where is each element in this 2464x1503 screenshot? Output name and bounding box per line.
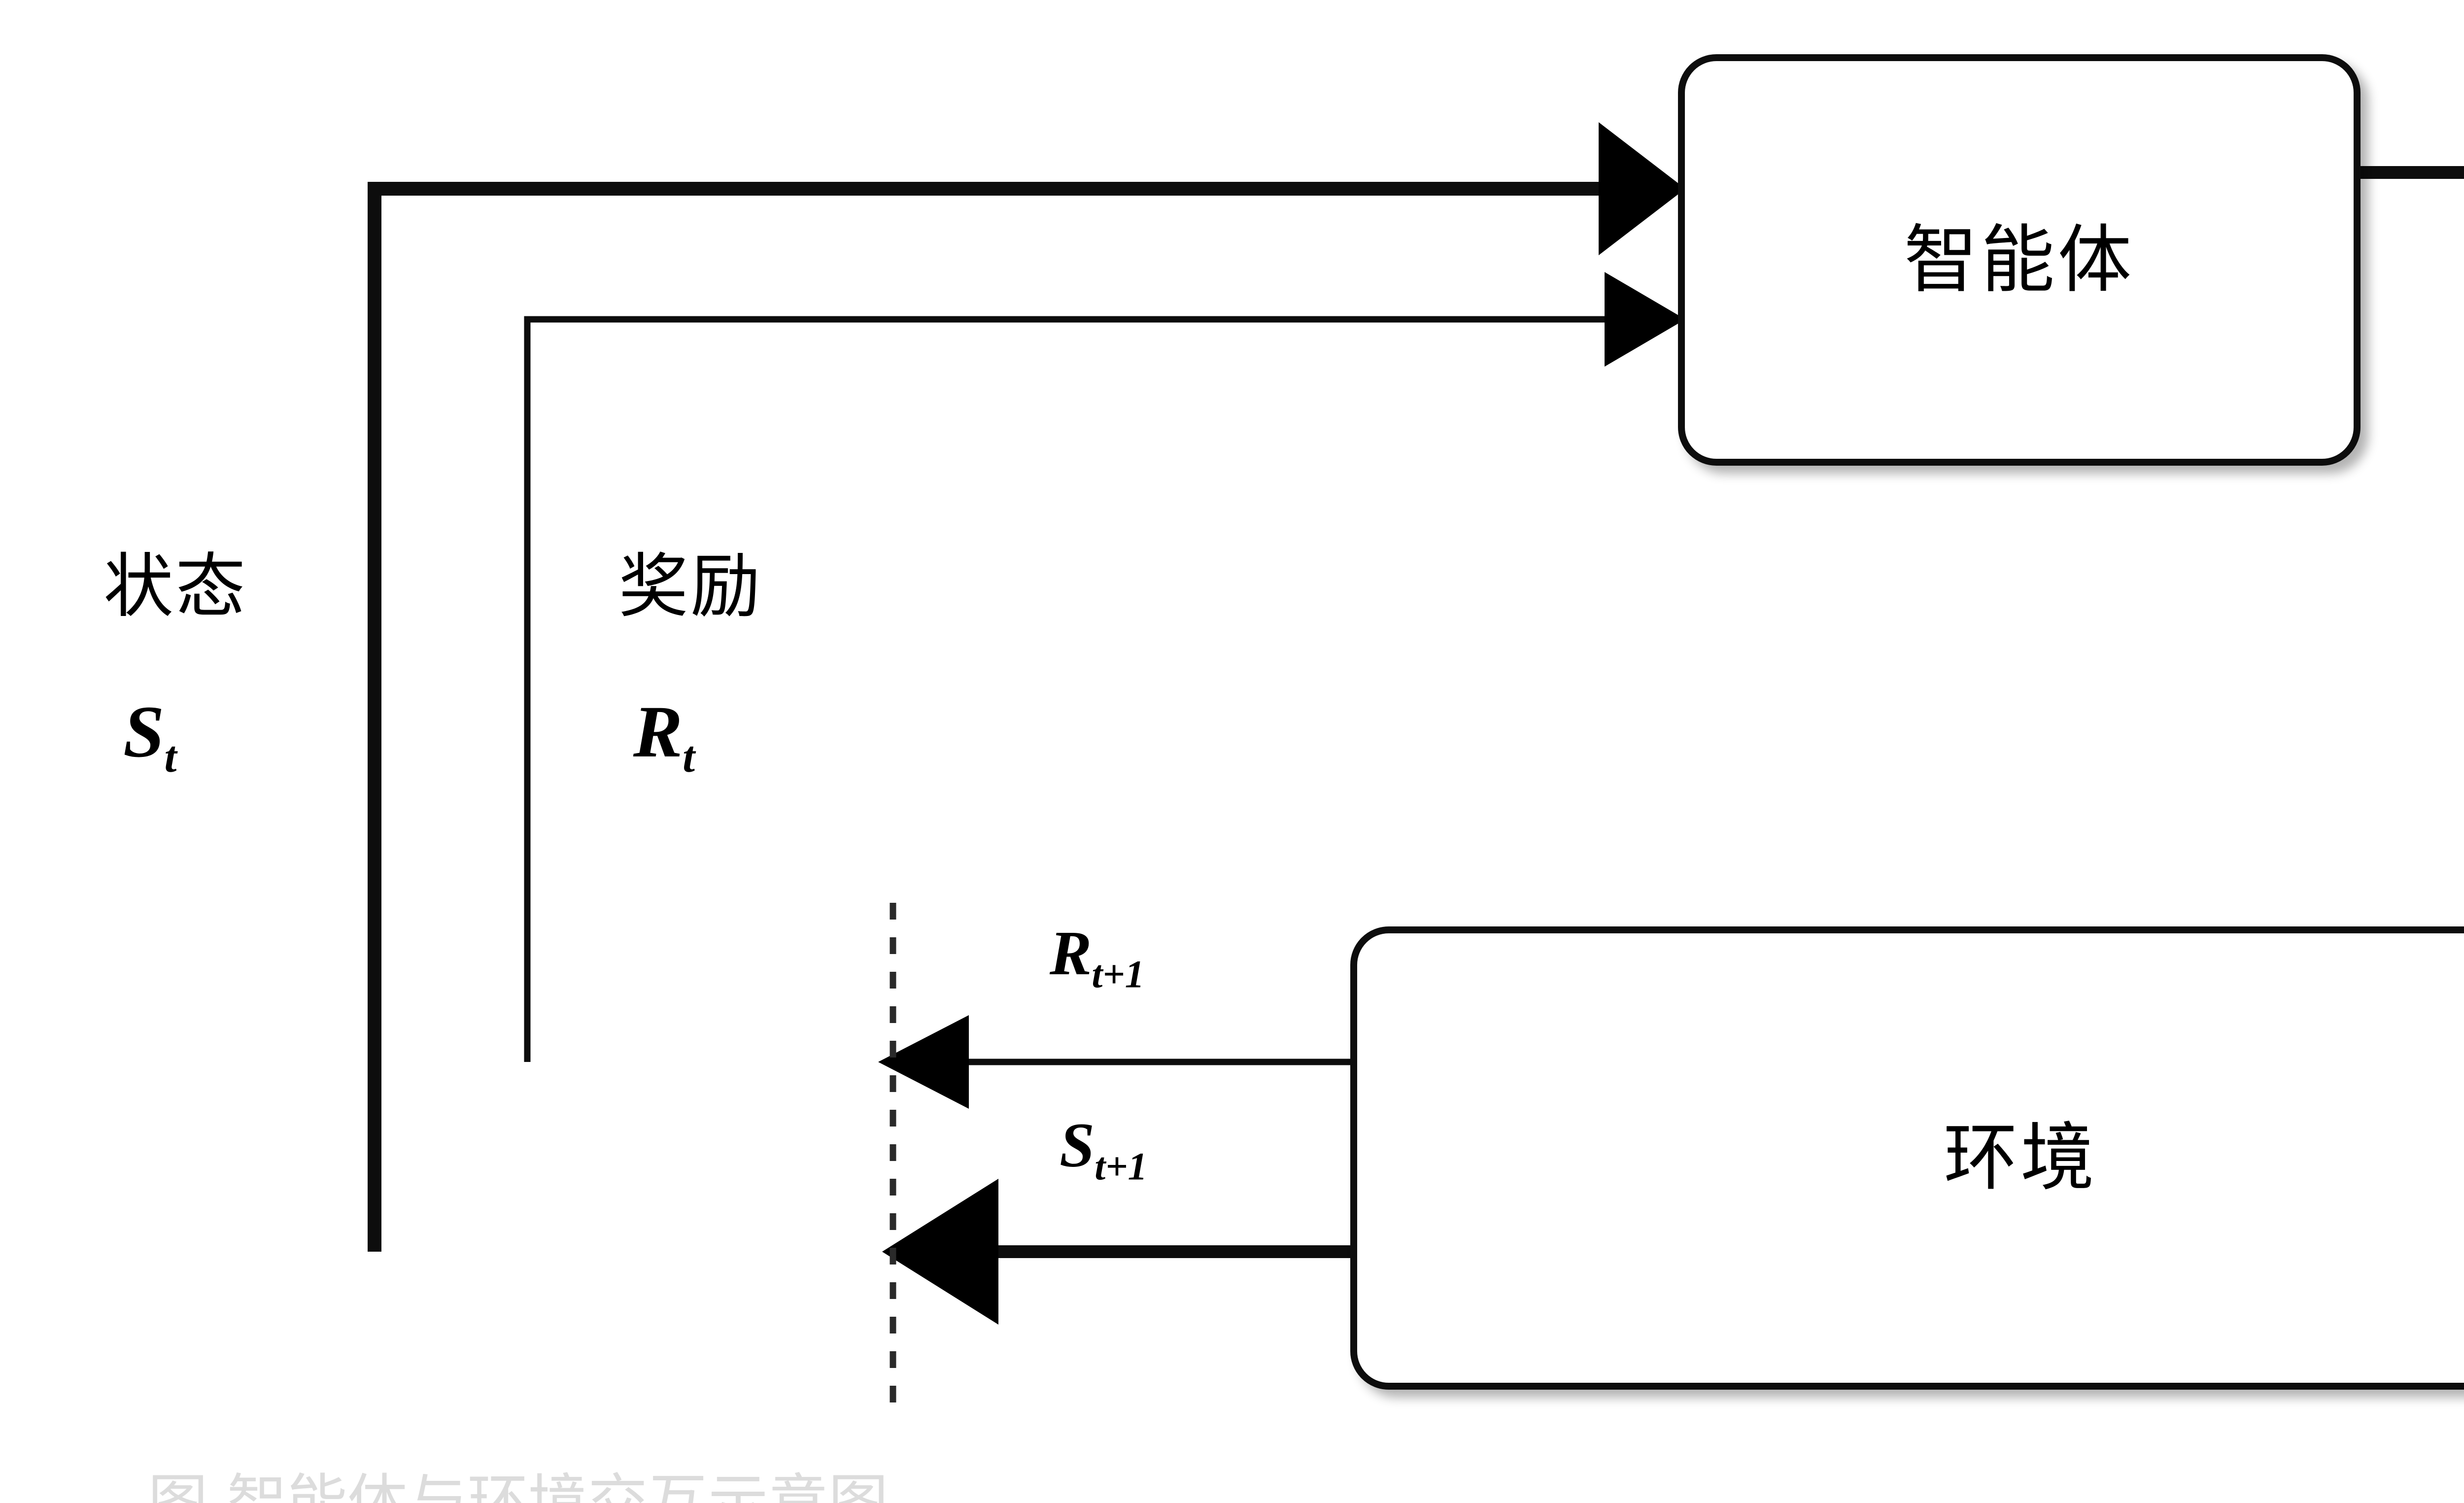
state-next-symbol: S <box>1060 1110 1095 1180</box>
figure-caption-clipped: 图 智能体与环境交互示意图 <box>148 1468 889 1503</box>
arrowhead-reward-boundary <box>878 1015 969 1109</box>
environment-node[interactable]: 环境 <box>1350 926 2464 1390</box>
agent-node[interactable]: 智能体 <box>1678 54 2361 466</box>
arrowhead-reward-agent <box>1605 272 1685 367</box>
state-symbol-label: St <box>123 695 176 780</box>
arrowhead-state-agent <box>1599 122 1685 255</box>
reward-next-symbol: R <box>1050 918 1092 988</box>
environment-node-label: 环境 <box>1943 1115 2097 1201</box>
state-symbol: S <box>123 691 165 773</box>
state-label-cjk: 状态 <box>103 546 247 627</box>
reward-symbol: R <box>633 691 683 773</box>
edge-environment-state-out <box>882 1179 1350 1325</box>
agent-node-label: 智能体 <box>1904 217 2135 303</box>
reward-next-edge-label: Rt+1 <box>1050 922 1144 994</box>
arrowhead-state-boundary <box>882 1179 998 1325</box>
state-subscript: t <box>164 733 177 782</box>
state-next-subscript: t+1 <box>1095 1145 1148 1189</box>
state-next-edge-label: St+1 <box>1060 1114 1147 1187</box>
reward-subscript: t <box>683 733 695 782</box>
edge-state-to-agent <box>368 122 1685 1252</box>
edge-reward-to-agent <box>524 272 1685 1062</box>
edge-environment-reward-out <box>878 1015 1350 1109</box>
reward-symbol-label: Rt <box>633 695 695 780</box>
reward-next-subscript: t+1 <box>1092 953 1145 996</box>
reward-label-cjk: 奖励 <box>618 546 762 627</box>
